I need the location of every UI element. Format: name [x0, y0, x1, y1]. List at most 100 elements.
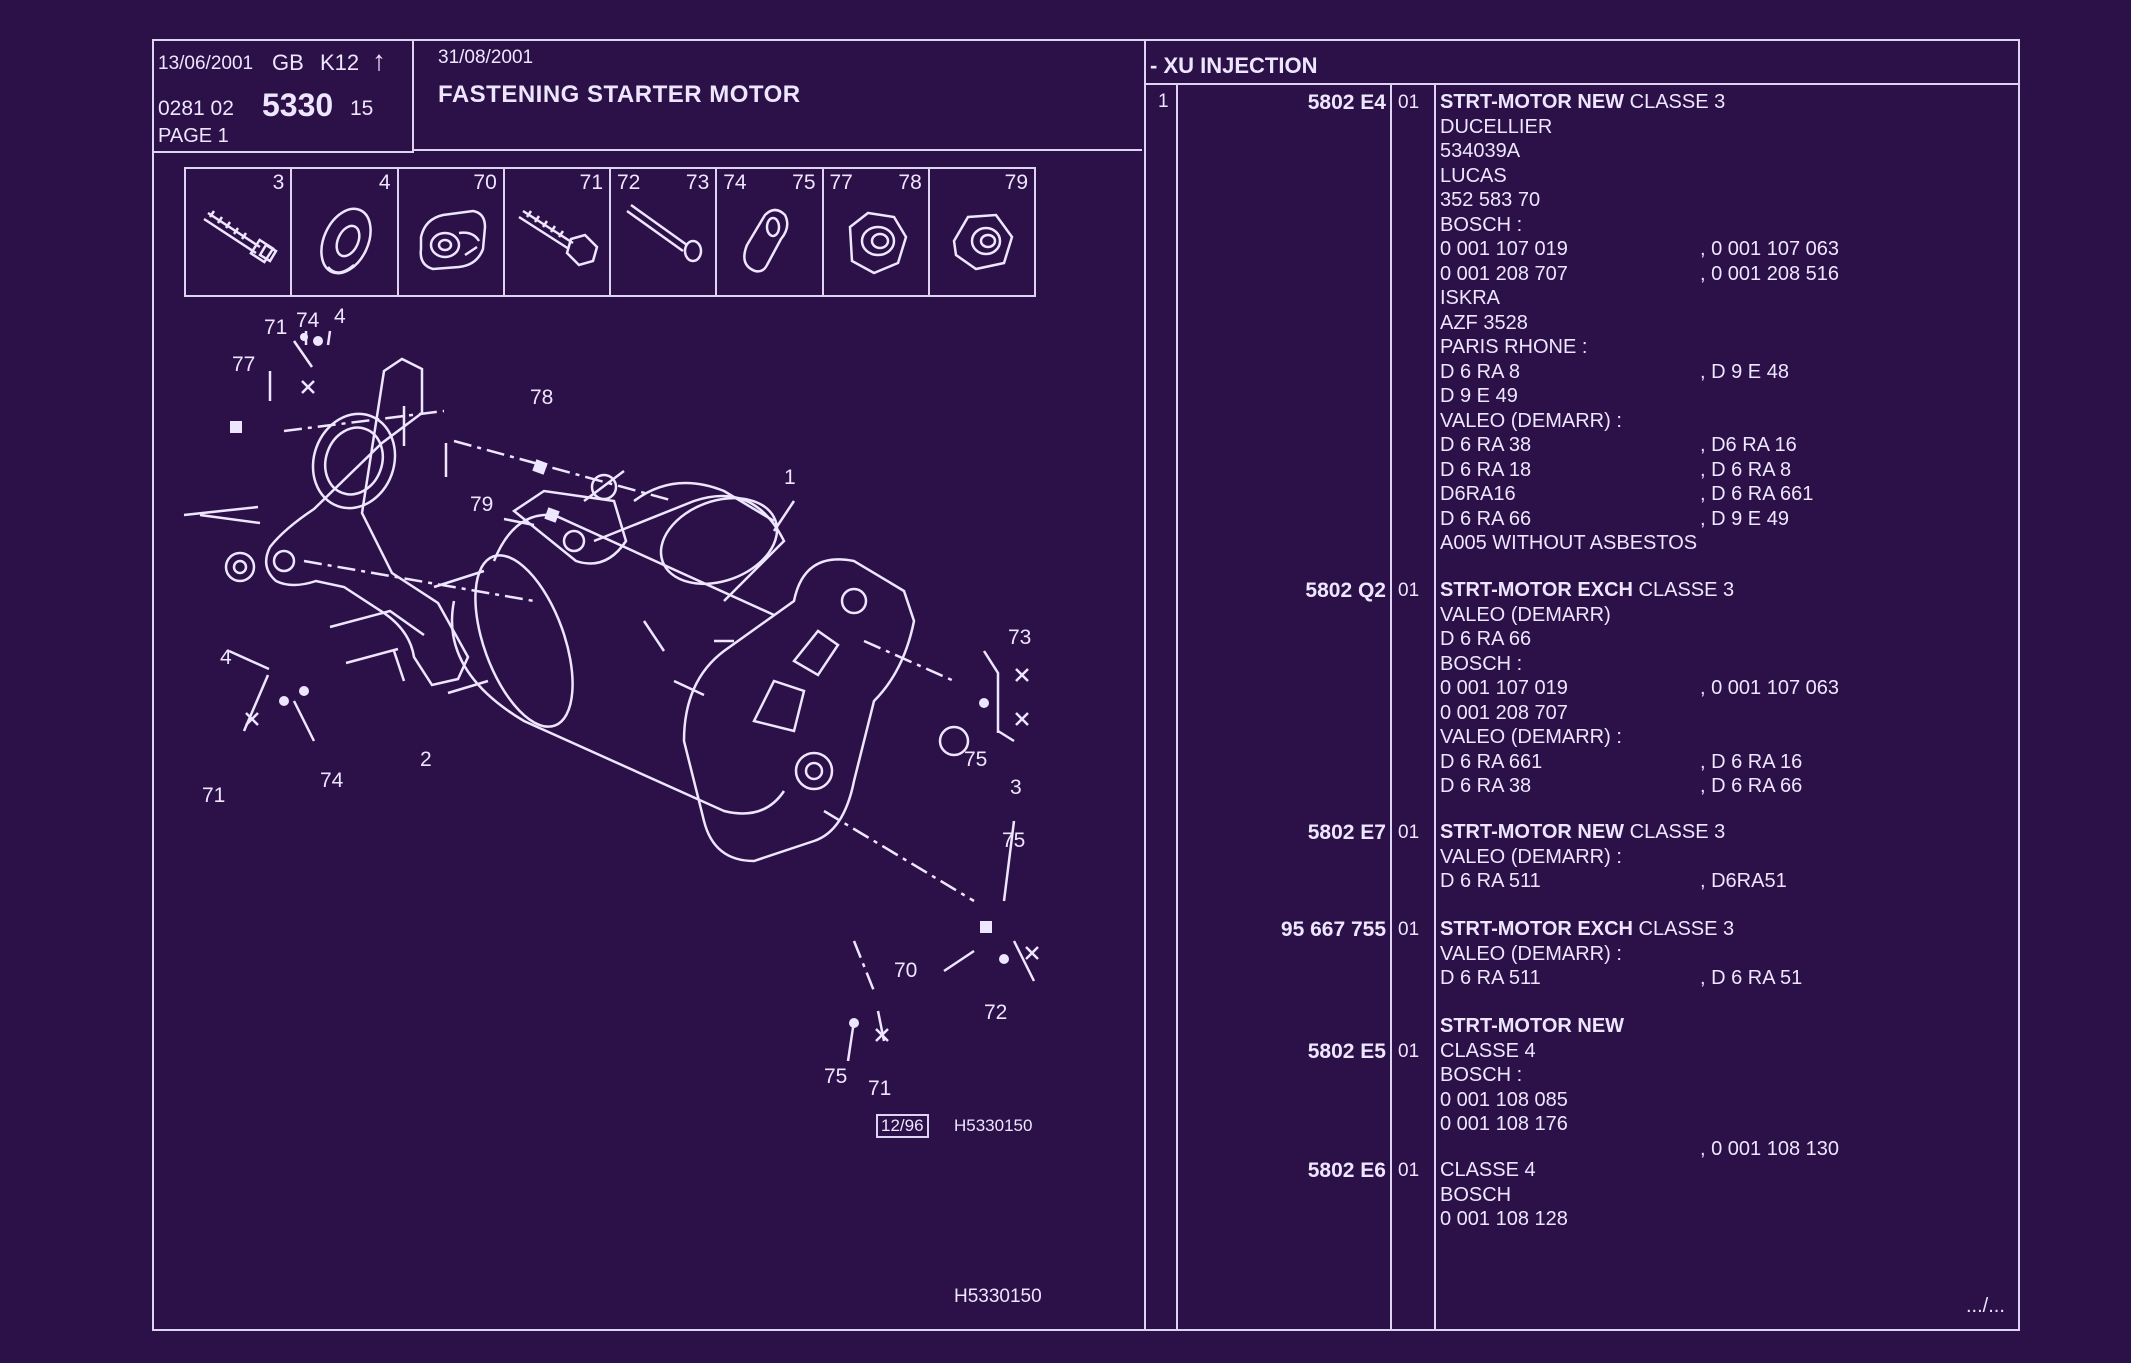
parts-sheet: 13/06/2001 GB K12 ↑ 0281 02 5330 15 PAGE… [152, 39, 2020, 1331]
part-cell-72-73: 72 73 [611, 169, 718, 295]
entry-alt-line [1700, 139, 1839, 164]
clip-icon [419, 209, 486, 271]
entry-line: 0 001 208 707 [1440, 262, 1568, 285]
callout-label: 71 [264, 316, 288, 339]
entry-line: D6RA16 [1440, 483, 1516, 505]
part-number-entry: 5802 E6 [1307, 1159, 1386, 1182]
entry-line: 0 001 108 128 [1440, 1208, 1568, 1230]
entry-alt-line: , D 6 RA 16 [1700, 750, 1803, 773]
entry-line: DUCELLIER [1440, 115, 1553, 138]
entry-line: BOSCH : [1440, 652, 1523, 675]
entry-line: D 6 RA 38 [1440, 775, 1532, 797]
entry-alt-column: , D 6 RA 51 [1700, 942, 1802, 991]
entry-alt-line [1700, 311, 1839, 336]
entry-alt-line: , 0 001 108 130 [1700, 1137, 1840, 1160]
callout-label: 4 [334, 305, 346, 328]
continued-mark: .../... [1966, 1295, 2005, 1317]
header-model: K12 [320, 50, 360, 75]
part-number-entry: 5802 E7 [1307, 821, 1386, 844]
entry-line: 0 001 107 019 [1440, 677, 1568, 699]
entry-lines: VALEO (DEMARR) :D 6 RA 511 [1440, 845, 1725, 894]
header-code-main: 5330 [262, 87, 334, 123]
header-code-prefix: 0281 02 [158, 97, 234, 120]
part-cell-71: 71 [505, 169, 611, 295]
entry-line: D 6 RA 66 [1440, 628, 1532, 650]
entry-class: CLASSE 3 [1638, 918, 1735, 940]
bolt-icon [203, 210, 278, 264]
entry-line: VALEO (DEMARR) : [1440, 409, 1622, 432]
callout-label: 1 [784, 466, 796, 489]
entry-line: PARIS RHONE : [1440, 336, 1588, 358]
entry-line: VALEO (DEMARR) : [1440, 942, 1622, 965]
entry-line: VALEO (DEMARR) : [1440, 845, 1622, 868]
callout-label: 77 [232, 353, 256, 376]
part-number: 73 [685, 171, 710, 194]
entry-line: 0 001 208 707 [1440, 701, 1568, 724]
entry-line: CLASSE 4 [1440, 1039, 1536, 1062]
footer-reference: H5330150 [954, 1286, 1042, 1307]
stud-icon [626, 203, 703, 263]
divider [1434, 83, 1436, 1329]
part-number: 4 [378, 171, 391, 194]
part-number: 3 [272, 171, 285, 194]
entry-alt-line: , D 9 E 49 [1700, 507, 1789, 530]
header-left: 13/06/2001 GB K12 ↑ 0281 02 5330 15 PAGE… [154, 41, 414, 153]
divider [1144, 41, 1146, 1329]
entry-line: VALEO (DEMARR) : [1440, 726, 1622, 748]
callout-label: 2 [420, 748, 432, 771]
washer-icon [320, 207, 373, 275]
entry-alt-line [1700, 115, 1839, 140]
part-cell-70: 70 [399, 169, 505, 295]
part-number: 74 [723, 171, 747, 194]
part-cell-77-78: 77 78 [824, 169, 930, 295]
entry-alt-line [1700, 701, 1839, 726]
entry-alt-line [1700, 409, 1839, 434]
drawing-reference: H5330150 [954, 1116, 1033, 1135]
quantity: 01 [1398, 1041, 1420, 1062]
entry-alt-line [1700, 603, 1839, 628]
entry-line: 352 583 70 [1440, 189, 1541, 211]
callout-label: 72 [984, 1001, 1008, 1024]
entry-line: AZF 3528 [1440, 311, 1528, 334]
divider [1176, 83, 1178, 1329]
callout-label: 75 [824, 1065, 848, 1088]
entry-alt-line: , D 6 RA 51 [1700, 967, 1803, 989]
entry-alt-column: , D6RA51 [1700, 845, 1787, 894]
entry-line: CLASSE 4 [1440, 1159, 1536, 1181]
entry-alt-line [1700, 845, 1787, 870]
entry-alt-line: , D6 RA 16 [1700, 434, 1797, 456]
entry-line: D 6 RA 511 [1440, 967, 1541, 989]
row-index: 1 [1158, 91, 1169, 112]
entry-alt-line [1700, 1161, 1839, 1186]
entry-alt-line [1700, 1112, 1839, 1137]
entry-alt-line [1700, 1088, 1839, 1113]
header-date2: 31/08/2001 [438, 47, 534, 68]
entry-title: STRT-MOTOR NEW [1440, 821, 1625, 843]
entry-alt-line [1700, 213, 1839, 238]
entry-alt-line: , D 6 RA 661 [1700, 483, 1814, 505]
entry-line: ISKRA [1440, 287, 1501, 309]
entry-alt-column: , 0 001 107 063, 0 001 208 516, D 9 E 48… [1700, 115, 1839, 556]
callout-label: 79 [470, 493, 494, 516]
spacer-icon [743, 208, 789, 273]
entry-alt-line [1700, 531, 1839, 556]
header-code-suffix: 15 [350, 97, 374, 120]
up-arrow-icon: ↑ [372, 45, 386, 76]
entry-alt-line: , 0 001 107 063 [1700, 238, 1840, 260]
part-cell-3: 3 [186, 169, 293, 295]
part-number: 78 [898, 171, 922, 194]
entry-alt-line [1700, 627, 1839, 652]
callout-label: 74 [296, 309, 320, 332]
entry-alt-line: , D 6 RA 66 [1700, 775, 1803, 797]
divider [1390, 83, 1392, 1329]
entry-alt-line [1700, 286, 1839, 311]
entry-class: CLASSE 3 [1638, 579, 1735, 601]
entry-alt-line [1700, 335, 1839, 360]
entry-alt-line: , D6RA51 [1700, 870, 1787, 892]
entry-description: STRT-MOTOR EXCH CLASSE 3 VALEO (DEMARR) … [1440, 917, 1734, 991]
part-cell-74-75: 74 75 [717, 169, 824, 295]
